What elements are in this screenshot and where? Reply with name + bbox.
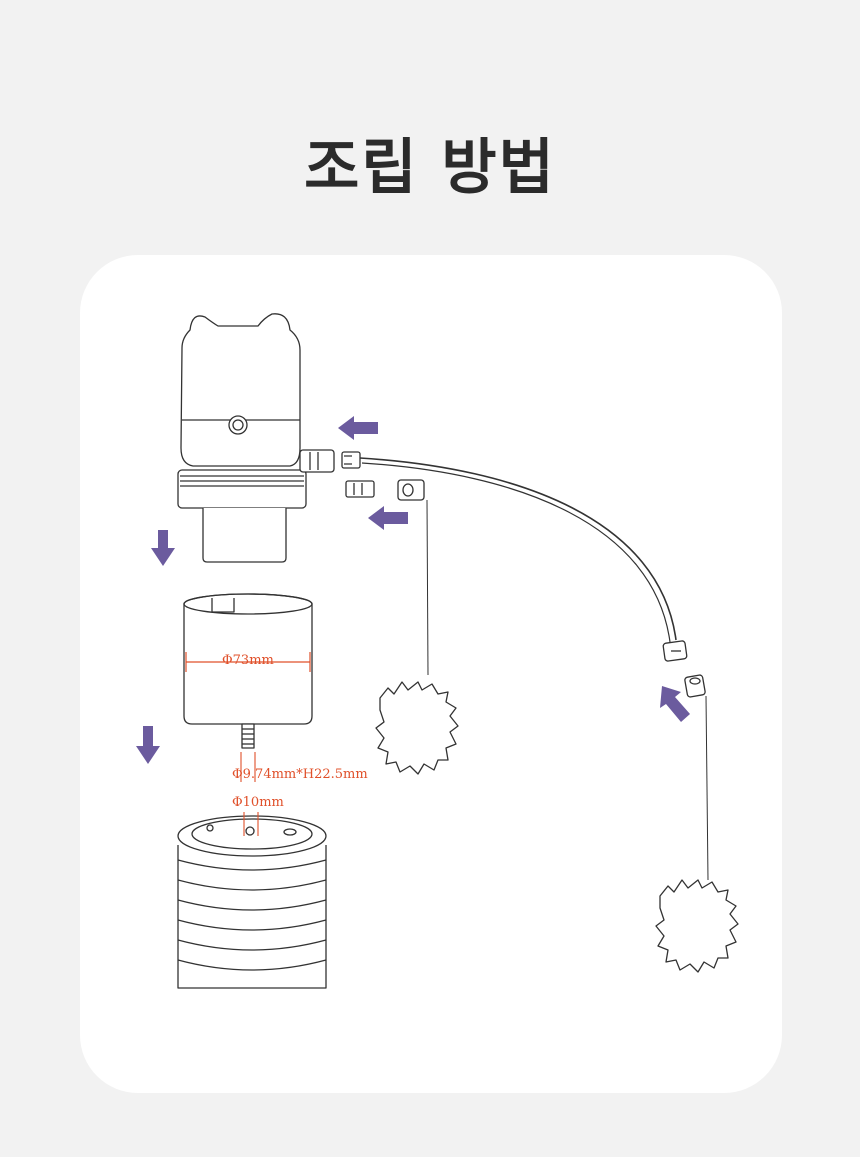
motor-sleeve [202, 508, 287, 563]
body-diameter-label: Φ73mm [222, 653, 274, 668]
page-title: 조립 방법 [304, 133, 556, 203]
connector-cylinder [183, 593, 313, 782]
arrow-left-icon [338, 416, 378, 440]
screw-size-label: Φ9.74mm*H22.5mm [232, 767, 368, 782]
arrow-down-icon [136, 726, 160, 764]
pompom [375, 681, 459, 775]
short-string [345, 479, 429, 676]
cat-head-body [180, 313, 301, 467]
screw [241, 723, 255, 749]
arrow-left-icon [368, 506, 408, 530]
motor-unit [177, 313, 335, 563]
hole-size-label: Φ10mm [232, 795, 284, 810]
arrow-up-right-icon [660, 686, 690, 722]
pompom [655, 879, 739, 973]
spring-base [177, 812, 327, 989]
side-port [299, 449, 335, 473]
curved-wand [341, 451, 709, 881]
power-button-icon [228, 415, 248, 435]
arrow-down-icon [151, 530, 175, 566]
